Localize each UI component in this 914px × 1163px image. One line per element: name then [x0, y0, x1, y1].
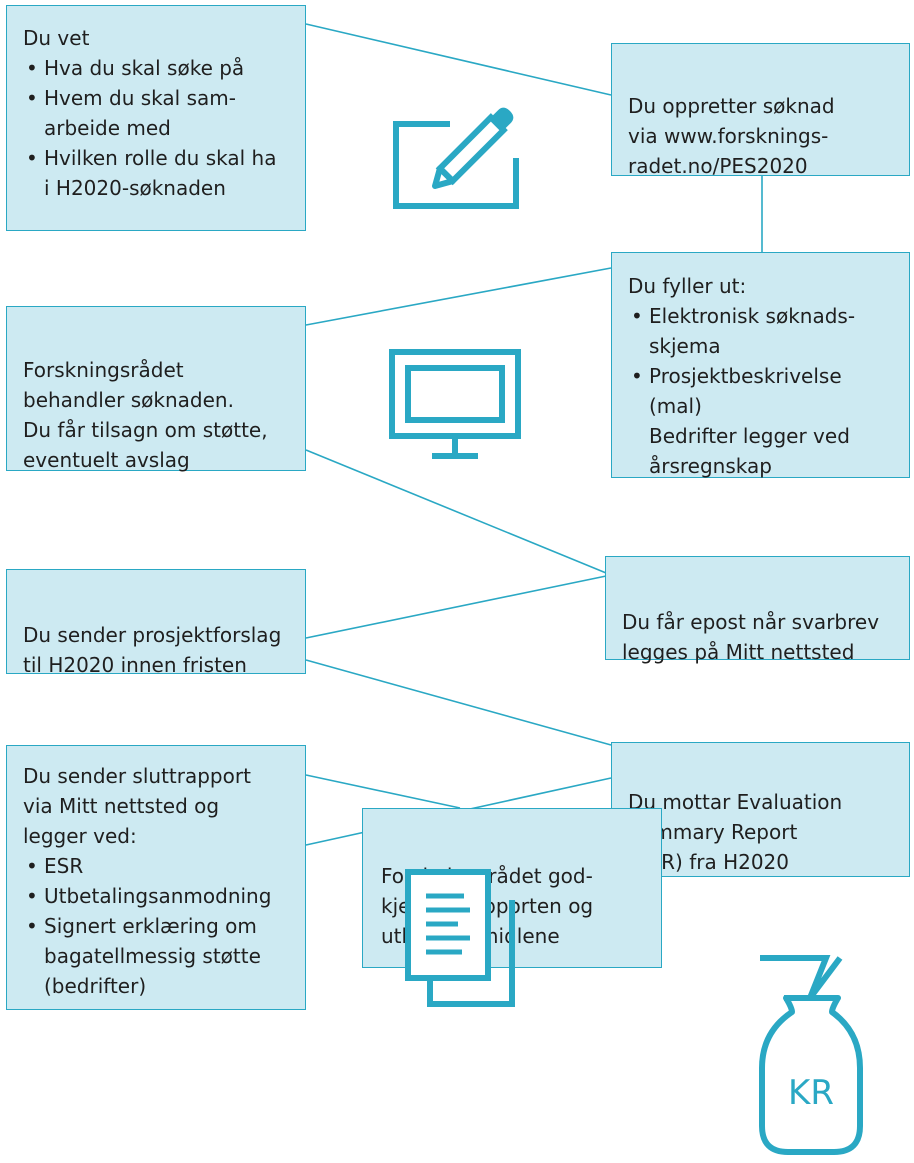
money-bag-label: KR [788, 1073, 834, 1113]
box-council-processes: Forskningsrådet behandler søknaden. Du f… [6, 306, 306, 472]
connector-fillout-to-process [305, 267, 612, 326]
box-you-know: Du vet Hva du skal søke på Hvem du skal … [6, 5, 306, 231]
monitor-icon [388, 348, 523, 463]
council-processes-text: Forskningsrådet behandler søknaden. Du f… [23, 358, 268, 472]
create-application-text: Du oppretter søknad via www.forsknings- … [628, 94, 835, 178]
send-proposal-text: Du sender prosjektforslag til H2020 inne… [23, 623, 282, 677]
you-know-list: Hva du skal søke på Hvem du skal sam- ar… [23, 53, 289, 203]
list-item: Prosjektbeskrivelse (mal) Bedrifter legg… [628, 361, 893, 481]
connector-send-to-esr [305, 659, 612, 746]
box-send-proposal: Du sender prosjektforslag til H2020 inne… [6, 569, 306, 677]
box-email-notice: Du får epost når svarbrev legges på Mitt… [605, 556, 910, 664]
list-item: Hva du skal søke på [23, 53, 289, 83]
final-report-heading: Du sender sluttrapport via Mitt nettsted… [23, 764, 251, 848]
final-report-list: ESR Utbetalingsanmodning Signert erklæri… [23, 851, 289, 1001]
list-item: ESR [23, 851, 289, 881]
connector-know-to-create [305, 23, 612, 96]
connector-email-to-send [305, 574, 612, 639]
connector-report-to-approve [305, 774, 461, 809]
pencil-edit-icon [388, 100, 523, 210]
box-create-application: Du oppretter søknad via www.forsknings- … [611, 43, 910, 178]
you-know-heading: Du vet [23, 26, 90, 50]
email-notice-text: Du får epost når svarbrev legges på Mitt… [622, 610, 880, 664]
list-item: Hvem du skal sam- arbeide med [23, 83, 289, 143]
money-bag-icon: KR [752, 950, 870, 1158]
documents-icon [402, 866, 520, 1008]
fill-out-list: Elektronisk søknads- skjema Prosjektbesk… [628, 301, 893, 481]
box-fill-out: Du fyller ut: Elektronisk søknads- skjem… [611, 252, 910, 478]
box-final-report: Du sender sluttrapport via Mitt nettsted… [6, 745, 306, 1010]
fill-out-heading: Du fyller ut: [628, 274, 747, 298]
receive-esr-text: Du mottar Evaluation Summary Report (ESR… [628, 790, 843, 874]
list-item: Utbetalingsanmodning [23, 881, 289, 911]
list-item: Signert erklæring om bagatellmessig støt… [23, 911, 289, 1001]
list-item: Hvilken rolle du skal ha i H2020-søknade… [23, 143, 289, 203]
connector-process-to-email [305, 449, 612, 576]
list-item: Elektronisk søknads- skjema [628, 301, 893, 361]
